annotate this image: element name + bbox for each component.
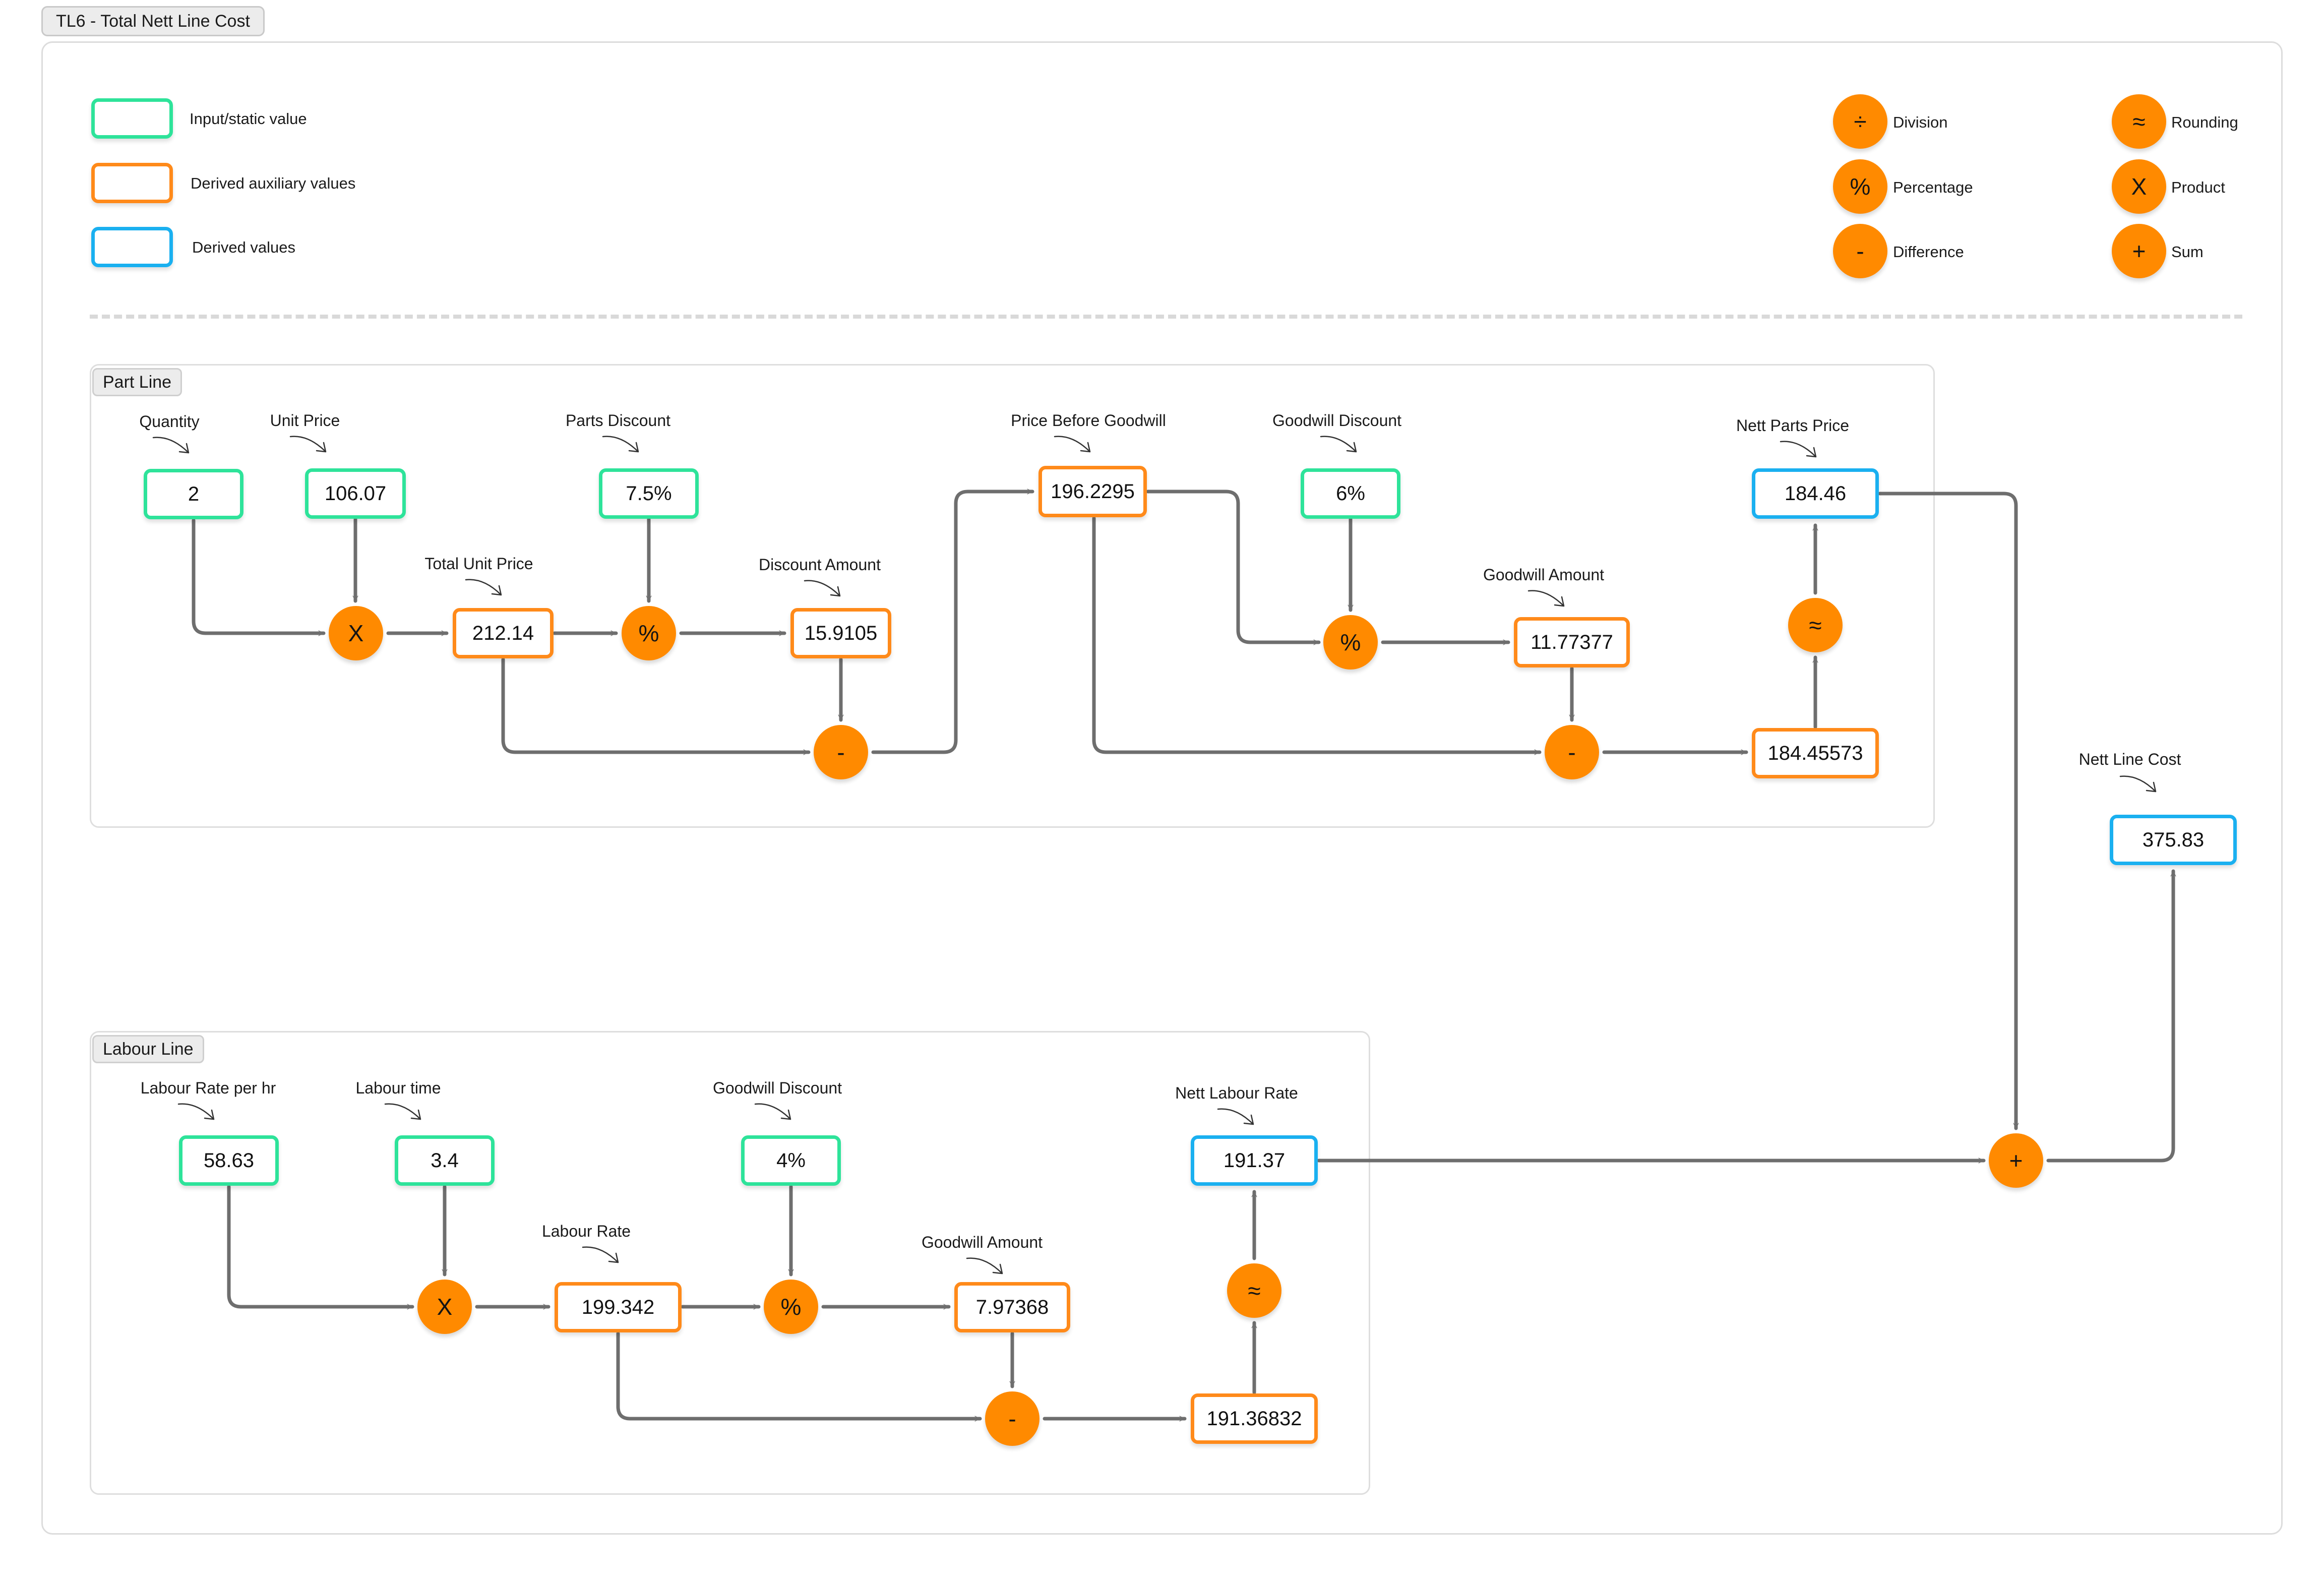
sum-icon: + <box>2112 224 2166 278</box>
legend-separator <box>90 315 2242 319</box>
unit-price-box: 106.07 <box>305 468 406 519</box>
rounding-icon: ≈ <box>2112 94 2166 149</box>
labour-goodwill-amount-box: 7.97368 <box>954 1282 1070 1332</box>
discount-amount-label: Discount Amount <box>759 556 881 574</box>
part-line-section <box>90 364 1935 828</box>
labour-time-box: 3.4 <box>395 1135 495 1186</box>
part-goodwill-amount-box: 11.77377 <box>1514 617 1630 667</box>
nett-parts-price-box: 184.46 <box>1752 468 1879 519</box>
nett-labour-rate-box: 191.37 <box>1191 1135 1318 1186</box>
wire-totalunitprice-to-difference <box>501 657 811 755</box>
part-goodwill-percentage-icon: % <box>1323 615 1378 670</box>
legend-aux-label: Derived auxiliary values <box>191 174 356 192</box>
part-goodwill-amount-label: Goodwill Amount <box>1483 566 1605 584</box>
product-icon: X <box>2112 159 2166 214</box>
unrounded-labour-rate-box: 191.36832 <box>1191 1393 1318 1444</box>
pointer-labour-rate <box>582 1246 619 1263</box>
pointer-nett-parts-price <box>1780 441 1817 458</box>
percentage-icon: % <box>1833 159 1887 214</box>
labour-goodwill-discount-box: 4% <box>741 1135 841 1186</box>
division-icon: ÷ <box>1833 94 1887 149</box>
labour-rate-box: 199.342 <box>555 1282 682 1332</box>
legend-percentage-label: Percentage <box>1893 178 1973 196</box>
pointer-unit-price <box>289 436 327 453</box>
parts-discount-label: Parts Discount <box>565 411 671 430</box>
wire-sum-to-nettlinecost <box>2046 869 2176 1163</box>
pointer-quantity <box>152 437 190 454</box>
unrounded-parts-price-box: 184.45573 <box>1752 728 1879 778</box>
difference-icon: - <box>1833 224 1887 278</box>
pointer-part-goodwill-amount <box>1527 590 1565 607</box>
legend-sum-label: Sum <box>2171 243 2204 261</box>
diagram-frame <box>41 41 2283 1535</box>
nett-line-sum-icon: + <box>1989 1133 2043 1188</box>
nett-labour-rate-label: Nett Labour Rate <box>1175 1084 1298 1102</box>
legend-derived-swatch <box>91 227 173 267</box>
pointer-labour-rate-per-hr <box>177 1103 215 1120</box>
pointer-parts-discount <box>602 436 639 453</box>
legend-derived-label: Derived values <box>192 238 296 256</box>
part-goodwill-discount-box: 6% <box>1301 468 1400 519</box>
nett-line-cost-box: 375.83 <box>2110 815 2237 865</box>
discount-amount-box: 15.9105 <box>790 608 891 658</box>
parts-discount-box: 7.5% <box>599 468 699 519</box>
part-goodwill-discount-label: Goodwill Discount <box>1272 411 1402 430</box>
pointer-labour-goodwill-discount <box>754 1103 791 1120</box>
price-before-goodwill-label: Price Before Goodwill <box>1011 411 1166 430</box>
legend-difference-label: Difference <box>1893 243 1964 261</box>
wire-labourrate-to-difference <box>616 1331 982 1422</box>
labour-product-icon: X <box>417 1280 472 1334</box>
pointer-nett-line-cost <box>2119 775 2157 793</box>
part-percentage-icon: % <box>622 606 676 660</box>
labour-rate-per-hr-label: Labour Rate per hr <box>140 1079 276 1097</box>
labour-rate-per-hr-box: 58.63 <box>179 1135 279 1186</box>
part-difference-icon: - <box>814 725 868 779</box>
wire-pricebeforegoodwill-to-goodwillpercentage <box>1146 490 1321 645</box>
wire-labourrateperhr-to-product <box>227 1185 414 1310</box>
pointer-price-before-goodwill <box>1054 436 1091 453</box>
total-unit-price-label: Total Unit Price <box>424 555 533 573</box>
part-product-icon: X <box>329 606 383 660</box>
quantity-box: 2 <box>144 469 243 519</box>
quantity-label: Quantity <box>139 412 200 431</box>
labour-line-title: Labour Line <box>92 1035 204 1063</box>
price-before-goodwill-box: 196.2295 <box>1038 466 1147 517</box>
unit-price-label: Unit Price <box>270 411 340 430</box>
legend-input-swatch <box>91 98 173 139</box>
labour-rate-label: Labour Rate <box>541 1222 631 1240</box>
legend-rounding-label: Rounding <box>2171 113 2238 131</box>
part-line-title: Part Line <box>92 368 182 396</box>
pointer-nett-labour-rate <box>1217 1108 1254 1125</box>
pointer-discount-amount <box>804 580 841 597</box>
labour-line-section <box>90 1031 1370 1495</box>
labour-goodwill-amount-label: Goodwill Amount <box>921 1233 1043 1251</box>
wire-quantity-to-product <box>192 518 326 636</box>
part-goodwill-difference-icon: - <box>1545 725 1599 779</box>
nett-line-cost-label: Nett Line Cost <box>2078 750 2181 768</box>
labour-rounding-icon: ≈ <box>1227 1263 1281 1318</box>
wire-difference-to-pricebeforegoodwill <box>871 489 1034 754</box>
labour-percentage-icon: % <box>764 1280 818 1334</box>
labour-goodwill-discount-label: Goodwill Discount <box>712 1079 842 1097</box>
diagram-title: TL6 - Total Nett Line Cost <box>41 6 265 36</box>
labour-time-label: Labour time <box>355 1079 441 1097</box>
part-rounding-icon: ≈ <box>1788 598 1843 652</box>
labour-difference-icon: - <box>985 1391 1039 1446</box>
nett-parts-price-label: Nett Parts Price <box>1736 416 1850 435</box>
pointer-part-goodwill-discount <box>1320 436 1357 453</box>
legend-input-label: Input/static value <box>190 110 307 128</box>
legend-product-label: Product <box>2171 178 2225 196</box>
legend-aux-swatch <box>91 163 173 203</box>
total-unit-price-box: 212.14 <box>453 608 554 658</box>
pointer-labour-goodwill-amount <box>966 1257 1003 1274</box>
pointer-labour-time <box>384 1103 421 1120</box>
pointer-total-unit-price <box>465 579 502 596</box>
wire-pricebeforegoodwill-to-goodwilldifference <box>1092 516 1542 755</box>
wire-nettpartsprice-to-sum <box>1878 492 2019 1130</box>
legend-division-label: Division <box>1893 113 1948 131</box>
